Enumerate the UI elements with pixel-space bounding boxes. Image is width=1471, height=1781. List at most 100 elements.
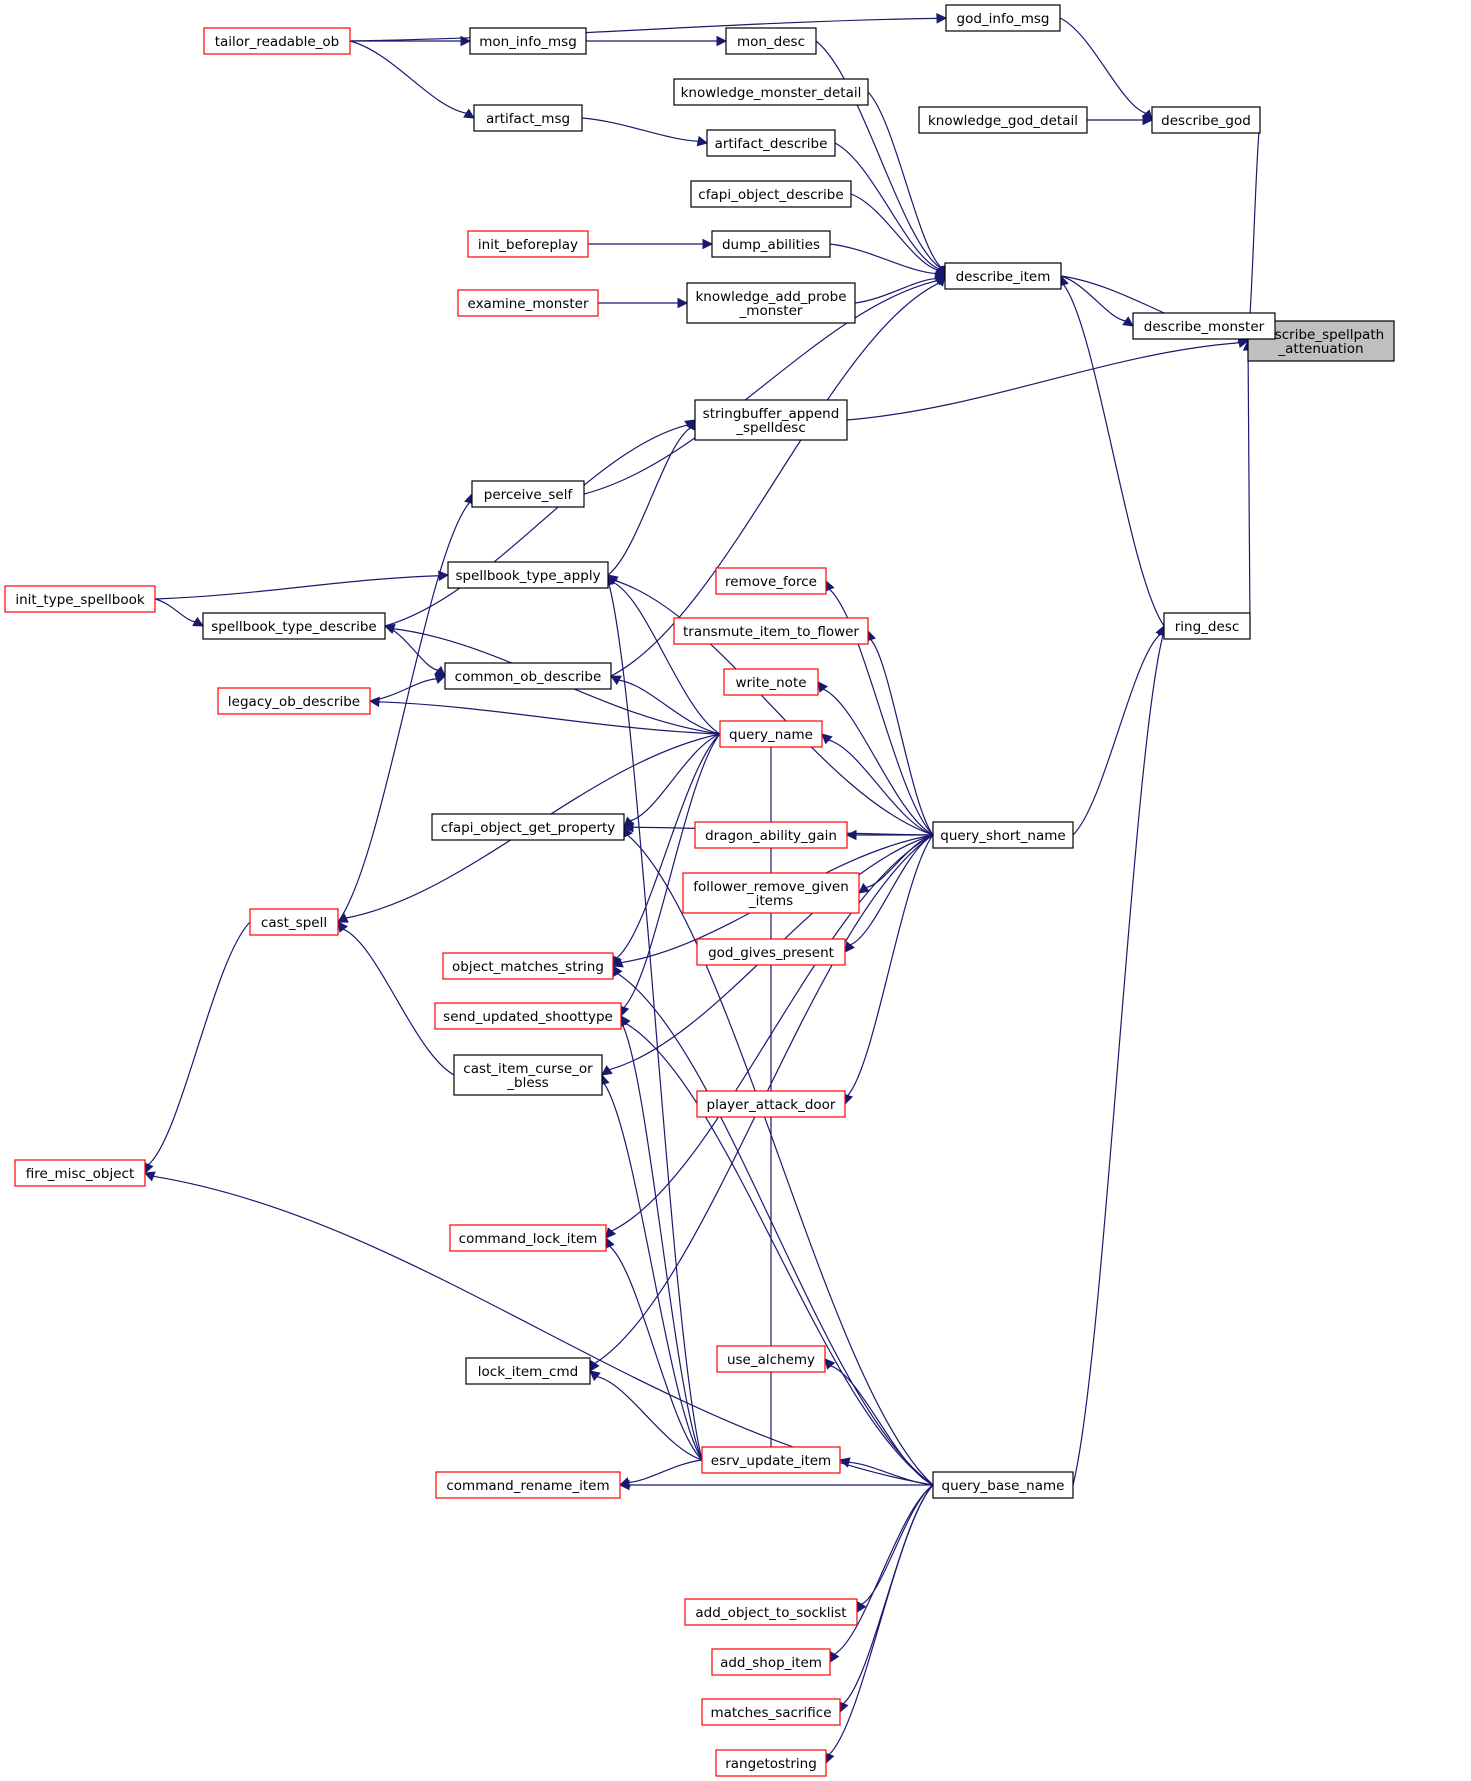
edge-arrowhead (677, 297, 689, 309)
node-label: fire_misc_object (26, 1166, 135, 1182)
edge-line (1060, 275, 1126, 322)
node-label: describe_monster (1144, 319, 1265, 335)
edge-spellbook_type_describe-to-stringbuffer_append_spelldesc (384, 419, 696, 627)
node-describe_god[interactable]: describe_god (1151, 106, 1261, 134)
node-mon_desc[interactable]: mon_desc (725, 27, 817, 55)
node-mon_info_msg[interactable]: mon_info_msg (469, 27, 587, 55)
node-cfapi_object_get_property[interactable]: cfapi_object_get_property (431, 813, 625, 841)
edge-query_short_name-to-follower_remove_given_items (858, 834, 934, 894)
node-label: remove_force (725, 574, 817, 590)
node-cast_item_curse_or_bless[interactable]: cast_item_curse_or_bless (453, 1054, 603, 1096)
edge-line (384, 424, 688, 627)
node-tailor_readable_ob[interactable]: tailor_readable_ob (203, 27, 351, 55)
node-follower_remove_given_items[interactable]: follower_remove_given_items (682, 872, 860, 914)
edge-query_short_name-to-write_note (817, 681, 934, 836)
node-describe_monster[interactable]: describe_monster (1132, 312, 1276, 340)
node-common_ob_describe[interactable]: common_ob_describe (444, 662, 612, 690)
edge-arrowhead (601, 1065, 613, 1076)
node-label: describe_spellpath (1258, 327, 1384, 343)
node-command_lock_item[interactable]: command_lock_item (449, 1224, 607, 1252)
edge-query_base_name-to-object_matches_string (612, 965, 934, 1486)
node-cast_spell[interactable]: cast_spell (249, 908, 339, 936)
edge-line (870, 639, 934, 836)
edge-arrowhead (620, 1015, 631, 1027)
edge-query_short_name-to-query_name (821, 733, 934, 836)
node-object_matches_string[interactable]: object_matches_string (442, 952, 614, 980)
node-label: dump_abilities (722, 237, 820, 253)
edge-arrowhead (684, 419, 696, 430)
node-init_beforeplay[interactable]: init_beforeplay (467, 230, 589, 258)
node-rangetostring[interactable]: rangetostring (715, 1749, 827, 1777)
node-box (715, 1749, 827, 1777)
node-knowledge_god_detail[interactable]: knowledge_god_detail (918, 106, 1088, 134)
node-describe_item[interactable]: describe_item (944, 262, 1062, 290)
node-lock_item_cmd[interactable]: lock_item_cmd (465, 1357, 591, 1385)
node-add_object_to_socklist[interactable]: add_object_to_socklist (684, 1598, 858, 1626)
node-god_gives_present[interactable]: god_gives_present (696, 938, 846, 966)
node-knowledge_monster_detail[interactable]: knowledge_monster_detail (673, 78, 869, 106)
node-use_alchemy[interactable]: use_alchemy (716, 1345, 826, 1373)
node-cfapi_object_describe[interactable]: cfapi_object_describe (690, 180, 852, 208)
node-artifact_msg[interactable]: artifact_msg (473, 104, 583, 132)
node-label: query_name (729, 727, 813, 743)
node-query_base_name[interactable]: query_base_name (932, 1471, 1074, 1499)
node-write_note[interactable]: write_note (723, 668, 819, 696)
edge-arrowhead (611, 957, 624, 968)
node-box (14, 1159, 146, 1187)
edge-line (850, 193, 939, 271)
node-box (202, 612, 386, 640)
edge-query_base_name-to-ring_desc (1072, 624, 1169, 1486)
node-box (203, 27, 351, 55)
node-fire_misc_object[interactable]: fire_misc_object (14, 1159, 146, 1187)
node-label: tailor_readable_ob (215, 34, 340, 50)
node-box (435, 1471, 621, 1499)
node-remove_force[interactable]: remove_force (715, 567, 827, 595)
node-legacy_ob_describe[interactable]: legacy_ob_describe (217, 687, 371, 715)
node-label: perceive_self (484, 487, 574, 503)
node-label: describe_item (956, 269, 1051, 285)
node-box (945, 4, 1061, 32)
node-send_updated_shoottype[interactable]: send_updated_shoottype (434, 1002, 622, 1030)
node-query_short_name[interactable]: query_short_name (932, 821, 1074, 849)
node-box (701, 1698, 841, 1726)
edge-arrowhead (858, 882, 870, 894)
node-box (471, 480, 585, 508)
node-box (1132, 312, 1276, 340)
node-examine_monster[interactable]: examine_monster (457, 289, 599, 317)
edge-query_name-to-legacy_ob_describe (368, 696, 721, 735)
node-stringbuffer_append_spelldesc[interactable]: stringbuffer_append_spelldesc (694, 399, 848, 441)
node-artifact_describe[interactable]: artifact_describe (706, 129, 836, 157)
node-dragon_ability_gain[interactable]: dragon_ability_gain (694, 821, 848, 849)
node-box (473, 104, 583, 132)
node-spellbook_type_apply[interactable]: spellbook_type_apply (447, 561, 609, 589)
node-player_attack_door[interactable]: player_attack_door (696, 1090, 846, 1118)
node-ring_desc[interactable]: ring_desc (1163, 612, 1251, 640)
node-init_type_spellbook[interactable]: init_type_spellbook (4, 585, 156, 613)
node-spellbook_type_describe[interactable]: spellbook_type_describe (202, 612, 386, 640)
edge-cast_item_curse_or_bless-to-cast_spell (337, 921, 455, 1076)
node-label: ring_desc (1175, 619, 1240, 635)
node-box (716, 1345, 826, 1373)
node-god_info_msg[interactable]: god_info_msg (945, 4, 1061, 32)
node-box (469, 27, 587, 55)
node-knowledge_add_probe_monster[interactable]: knowledge_add_probe_monster (686, 282, 856, 324)
node-perceive_self[interactable]: perceive_self (471, 480, 585, 508)
node-matches_sacrifice[interactable]: matches_sacrifice (701, 1698, 841, 1726)
node-command_rename_item[interactable]: command_rename_item (435, 1471, 621, 1499)
node-add_shop_item[interactable]: add_shop_item (711, 1648, 831, 1676)
edge-arrowhead (844, 941, 855, 953)
edge-line (343, 928, 455, 1076)
edge-init_type_spellbook-to-spellbook_type_describe (154, 598, 204, 627)
node-box (690, 180, 852, 208)
edge-line (623, 733, 721, 1008)
node-label: player_attack_door (707, 1097, 836, 1113)
node-dump_abilities[interactable]: dump_abilities (711, 230, 831, 258)
node-box (453, 1054, 603, 1096)
node-label: object_matches_string (452, 959, 604, 975)
node-esrv_update_item[interactable]: esrv_update_item (701, 1446, 841, 1474)
node-query_name[interactable]: query_name (719, 720, 823, 748)
edge-line (627, 834, 934, 1486)
edge-arrowhead (589, 1370, 601, 1382)
node-transmute_item_to_flower[interactable]: transmute_item_to_flower (673, 617, 869, 645)
